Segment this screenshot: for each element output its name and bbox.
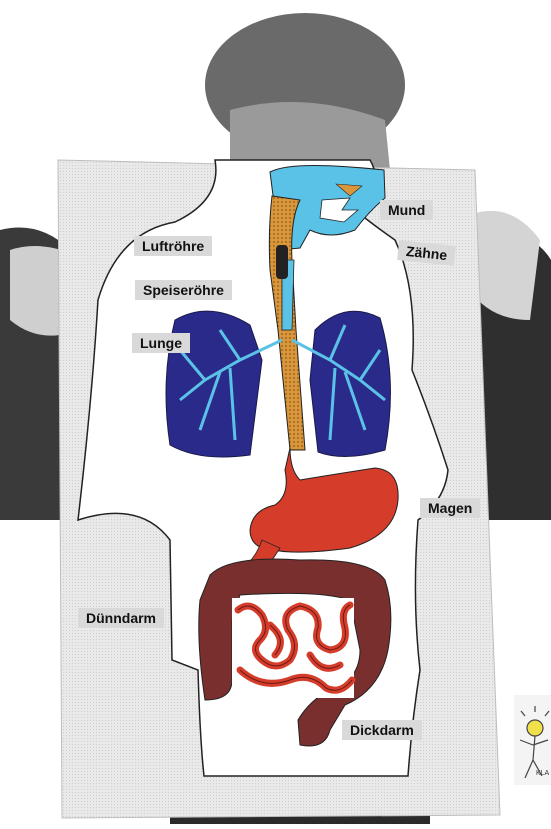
label-mund: Mund [380,200,433,220]
stamp-text: KLA [536,770,549,777]
label-duenndarm: Dünndarm [78,608,164,628]
label-luftroehre: Luftröhre [134,236,212,256]
label-dickdarm: Dickdarm [342,720,422,740]
label-speiseroehre: Speiseröhre [135,280,232,300]
label-magen: Magen [420,498,480,518]
label-lunge: Lunge [132,333,190,353]
larynx [276,245,288,279]
